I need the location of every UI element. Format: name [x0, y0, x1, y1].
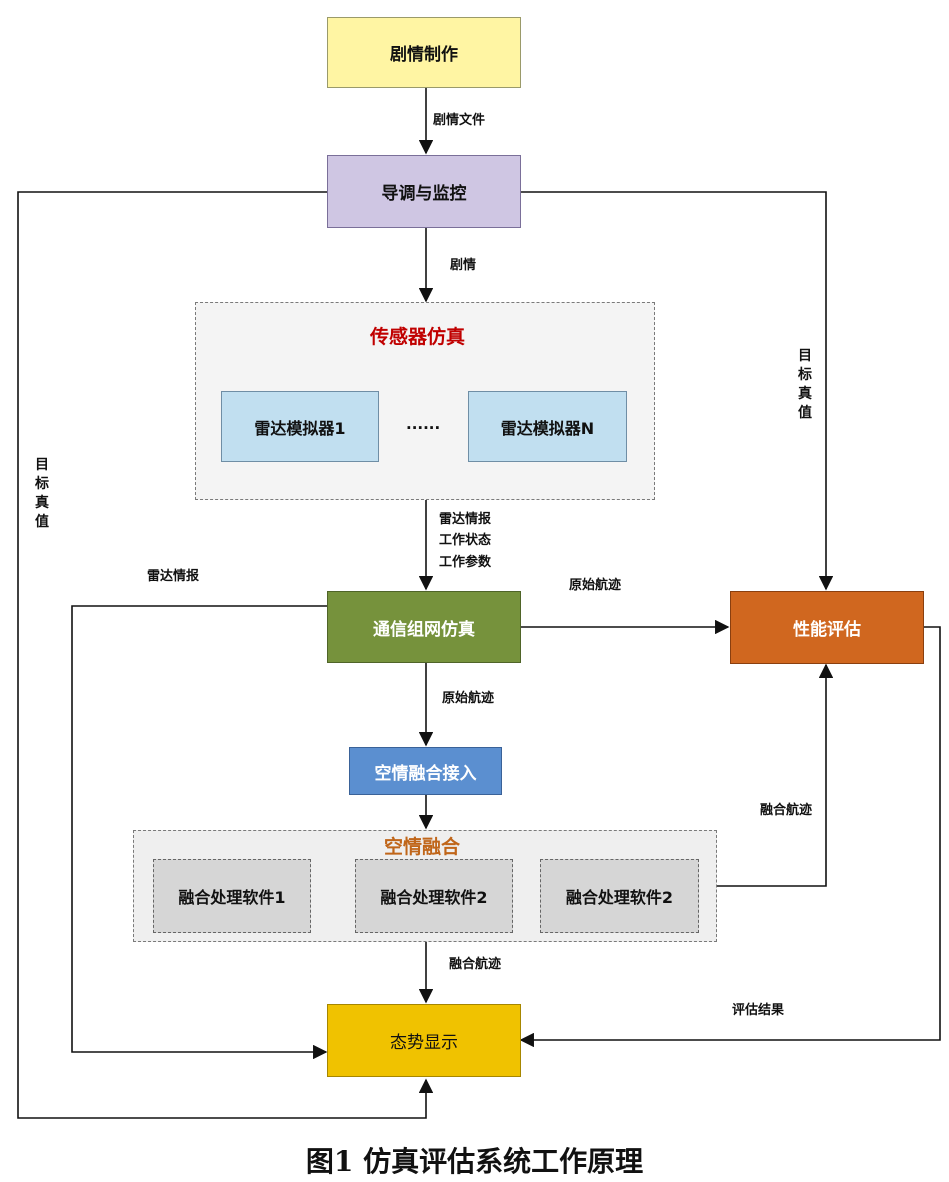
fusion-software-2b-node[interactable]: 融合处理软件2 — [540, 859, 699, 933]
edge-target-truth-right — [521, 191, 834, 591]
edge-label-radar-info-left: 雷达情报 — [147, 569, 200, 584]
edge-label-work-status: 工作状态 — [439, 533, 492, 549]
fusion-software-2a-label: 融合处理软件2 — [380, 888, 488, 907]
edge-eval-result — [519, 626, 941, 1048]
radar-sim-1-node[interactable]: 雷达模拟器1 — [221, 391, 379, 462]
edge-label-target-truth-left: 目标真值 — [35, 457, 49, 530]
edge-label-fused-track-right: 融合航迹 — [760, 803, 813, 818]
situation-display-label: 态势显示 — [390, 1033, 458, 1053]
sensor-simulation-title: 传感器仿真 — [370, 326, 466, 348]
edge-label-fused-track-down: 融合航迹 — [449, 957, 502, 972]
radar-sim-n-node[interactable]: 雷达模拟器N — [468, 391, 627, 462]
edge-fused-track-right — [717, 663, 834, 887]
scenario-making-node[interactable]: 剧情制作 — [327, 17, 521, 88]
edge-label-work-params: 工作参数 — [439, 554, 492, 570]
edge-label-radar-info-stack: 雷达情报 工作状态 工作参数 — [439, 512, 491, 571]
edge-label-raw-track-right: 原始航迹 — [569, 578, 622, 593]
fusion-software-2b-label: 融合处理软件2 — [565, 888, 674, 907]
figure-caption: 图1 仿真评估系统工作原理 — [305, 1145, 644, 1178]
fusion-software-1-label: 融合处理软件1 — [178, 888, 286, 907]
comm-network-sim-node[interactable]: 通信组网仿真 — [327, 591, 521, 663]
edge-radar-info-left — [71, 605, 328, 1060]
comm-network-sim-label: 通信组网仿真 — [373, 619, 475, 640]
air-fusion-access-label: 空情融合接入 — [374, 763, 477, 784]
performance-eval-node[interactable]: 性能评估 — [730, 591, 924, 664]
performance-eval-label: 性能评估 — [793, 620, 861, 640]
scenario-making-label: 剧情制作 — [390, 45, 458, 65]
edge-label-scenario-file: 剧情文件 — [433, 113, 486, 128]
radar-sim-n-label: 雷达模拟器N — [500, 418, 595, 438]
air-fusion-access-node[interactable]: 空情融合接入 — [349, 747, 502, 795]
edge-label-scenario: 剧情 — [450, 258, 477, 273]
radar-ellipsis: ...... — [406, 415, 441, 433]
radar-sim-1-label: 雷达模拟器1 — [254, 418, 346, 438]
situation-display-node[interactable]: 态势显示 — [327, 1004, 521, 1077]
edge-target-truth-left — [17, 191, 434, 1119]
director-monitor-label: 导调与监控 — [381, 184, 467, 204]
fusion-software-1-node[interactable]: 融合处理软件1 — [153, 859, 311, 933]
director-monitor-node[interactable]: 导调与监控 — [327, 155, 521, 228]
edge-label-radar-info: 雷达情报 — [439, 512, 492, 527]
edge-label-eval-result: 评估结果 — [732, 1003, 785, 1018]
air-fusion-title: 空情融合 — [384, 836, 461, 858]
fusion-software-2a-node[interactable]: 融合处理软件2 — [355, 859, 513, 933]
edge-label-target-truth-right: 目标真值 — [798, 348, 812, 421]
edge-label-raw-track-down: 原始航迹 — [442, 691, 495, 706]
